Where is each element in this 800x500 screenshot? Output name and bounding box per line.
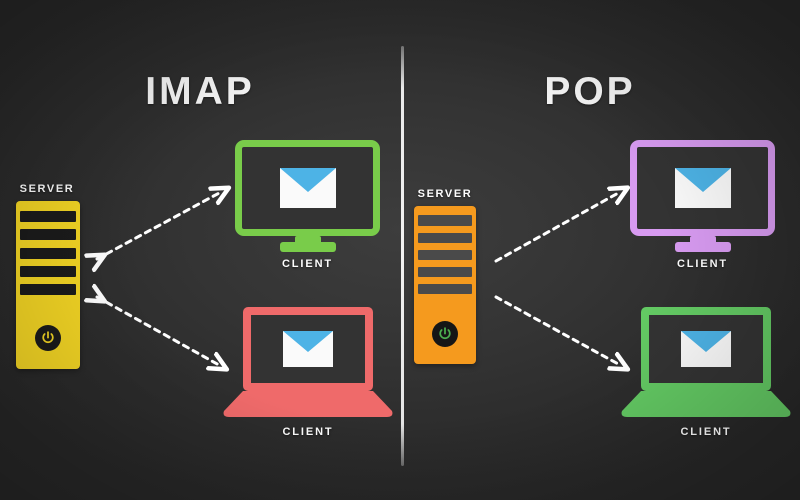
- panel-divider: [401, 46, 404, 466]
- envelope-icon: [681, 331, 731, 367]
- laptop-base: [621, 391, 791, 417]
- server-slot: [20, 229, 76, 241]
- monitor-neck: [294, 236, 321, 244]
- monitor-screen: [235, 140, 380, 236]
- server-slot: [20, 247, 76, 259]
- panel-title-pop: POP: [544, 70, 636, 113]
- client-label-imap-laptop: CLIENT: [282, 426, 334, 438]
- server-slot: [20, 211, 76, 222]
- server-label-pop: SERVER: [417, 188, 473, 200]
- connection-pop-monitor: [494, 182, 640, 263]
- client-laptop-pop[interactable]: [620, 307, 792, 417]
- server-slot: [20, 284, 76, 296]
- server-pop[interactable]: [414, 206, 476, 364]
- power-button-pop[interactable]: [432, 320, 458, 347]
- server-imap[interactable]: [16, 201, 80, 369]
- connection-imap-laptop: [88, 285, 238, 375]
- monitor-base: [279, 242, 336, 252]
- server-slot: [20, 265, 76, 277]
- laptop-base: [223, 391, 393, 417]
- server-slot: [418, 266, 472, 278]
- client-laptop-imap[interactable]: [222, 307, 394, 417]
- server-slots-imap: [20, 211, 76, 296]
- power-icon: [42, 330, 54, 343]
- client-monitor-pop[interactable]: [630, 140, 775, 252]
- laptop-screen: [641, 307, 771, 391]
- monitor-neck: [689, 236, 716, 244]
- client-label-imap-monitor: CLIENT: [281, 258, 334, 270]
- server-slot: [418, 215, 472, 226]
- connection-imap-monitor: [88, 182, 238, 272]
- power-icon: [439, 326, 451, 339]
- client-label-pop-laptop: CLIENT: [680, 426, 732, 438]
- client-label-pop-monitor: CLIENT: [676, 258, 729, 270]
- server-label-imap: SERVER: [19, 183, 75, 195]
- server-slot: [418, 284, 472, 295]
- envelope-icon: [674, 168, 731, 208]
- server-slot: [418, 232, 472, 243]
- power-button-imap[interactable]: [35, 324, 61, 351]
- envelope-icon: [283, 331, 333, 367]
- envelope-icon: [279, 168, 336, 208]
- client-monitor-imap[interactable]: [235, 140, 380, 252]
- laptop-screen: [243, 307, 373, 391]
- server-slots-pop: [418, 215, 472, 295]
- monitor-base: [674, 242, 731, 252]
- connection-pop-laptop: [494, 295, 640, 375]
- panel-title-imap: IMAP: [145, 70, 255, 113]
- server-slot: [418, 249, 472, 261]
- monitor-screen: [630, 140, 775, 236]
